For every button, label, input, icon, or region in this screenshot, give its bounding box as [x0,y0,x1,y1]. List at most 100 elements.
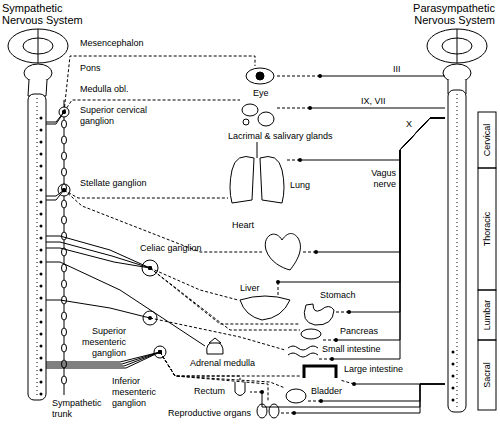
nerve-detail [62,328,67,336]
segment-bracket [478,168,496,290]
postganglionic-fiber [278,282,279,296]
parasympathetic-brain [427,29,487,63]
nerve-detail [62,344,67,352]
segment-bracket [478,340,496,410]
synapse-dot [158,350,162,354]
segment-bracket [478,112,496,410]
segment-label: Cervical [482,124,493,157]
nerve-detail [62,232,67,240]
small-intestine-drawing [288,346,318,357]
segment-label: Lumbar [482,300,493,331]
organ-label: Large intestine [344,364,403,375]
preganglionic-fiber [310,108,445,109]
nerve-detail [40,213,43,216]
nerve-detail [40,393,43,396]
nerve-detail [40,189,43,192]
organ: Eye [245,66,275,86]
organ-label: Bladder [311,386,342,397]
postganglionic-fiber [335,312,349,313]
organ-label: Adrenal medulla [190,358,255,369]
preganglionic-fiber [294,384,445,413]
parasympathetic-spinal-cord [448,90,466,412]
nerve-fiber [318,118,445,361]
system-heading: Sympathetic Nervous System [2,2,92,26]
nerve-fiber [46,236,238,300]
nerve-detail [62,120,67,128]
nerve-detail [40,165,43,168]
synapse-dot [352,382,356,386]
lung-drawing [230,142,284,203]
organ: Bladder [285,388,307,404]
organ-label: Lung [290,180,310,191]
eye-drawing [246,68,274,84]
nerve-fiber [46,188,228,198]
nerve-detail [62,216,67,224]
ganglion [59,107,69,117]
sympathetic-brain [8,29,68,96]
part-label: Vagus nerve [352,168,396,190]
nerve-detail [62,376,67,384]
organ: Stomach [300,304,335,326]
nerve-detail [452,375,455,378]
eye-drawing [246,68,274,84]
nerve-detail [452,351,455,354]
segment-bracket [478,290,496,340]
nerve-fiber [46,56,255,122]
gland-drawing [243,119,249,125]
postganglionic-fiber [275,108,310,109]
parasympathetic-brain [427,29,487,94]
postganglionic-fiber [318,359,332,360]
nerve-detail [62,136,67,144]
segment-label: Sacral [482,362,493,388]
preganglionic-fiber [46,112,64,122]
preganglionic-fiber [46,300,150,318]
postganglionic-fiber [285,160,300,161]
organ-label: Lacrimal & salivary glands [228,131,333,142]
spinal-cord: Parasympathetic Nervous System [445,40,468,412]
sympathetic-spinal-cord [28,94,46,400]
synapse-dot [148,266,152,270]
synapse-dot [318,74,322,78]
stomach-drawing [304,304,334,325]
nerve-detail [452,399,455,402]
organ: Large intestine [300,362,340,380]
nerve-detail [40,273,43,276]
nerve-fiber [280,384,445,415]
nerve-detail [40,141,43,144]
synapse-dot [298,158,302,162]
postganglionic-fiber [160,352,300,376]
synapse-dot [148,266,152,270]
postganglionic-fiber [64,190,262,252]
nerve-fiber [307,384,445,403]
parasympathetic-brain [457,29,458,63]
nerve-detail [40,177,43,180]
nerve-detail [40,237,43,240]
organ-label: Stomach [320,290,356,301]
heart-drawing [265,234,300,270]
nerve-detail [62,280,67,288]
nerve-detail [40,225,43,228]
organ: Lacrimal & salivary glands [240,100,275,128]
part-label: Stellate ganglion [80,178,147,189]
organ: Reproductive organs [255,402,280,420]
organ: Small intestine [285,344,318,362]
nerve-detail [40,153,43,156]
heart-drawing [265,234,300,270]
organ: Pancreas [300,326,322,342]
preganglionic-fiber [278,118,445,282]
postganglionic-fiber [307,401,321,402]
segment-label: Thoracic [482,212,493,247]
postganglionic-fiber [275,76,320,77]
nerve-detail [62,168,67,176]
ganglion [142,260,158,276]
postganglionic-fiber [302,252,316,253]
postganglionic-fiber [322,340,336,341]
gland-drawing [242,104,274,126]
nerve-detail [40,261,43,264]
cranial-nerve-number: IX, VII [360,96,387,107]
preganglionic-fiber [336,118,445,340]
part-label: Medulla obl. [80,84,129,95]
nerve-detail [40,285,43,288]
nerve-detail [40,201,43,204]
nerve-detail [62,152,67,160]
